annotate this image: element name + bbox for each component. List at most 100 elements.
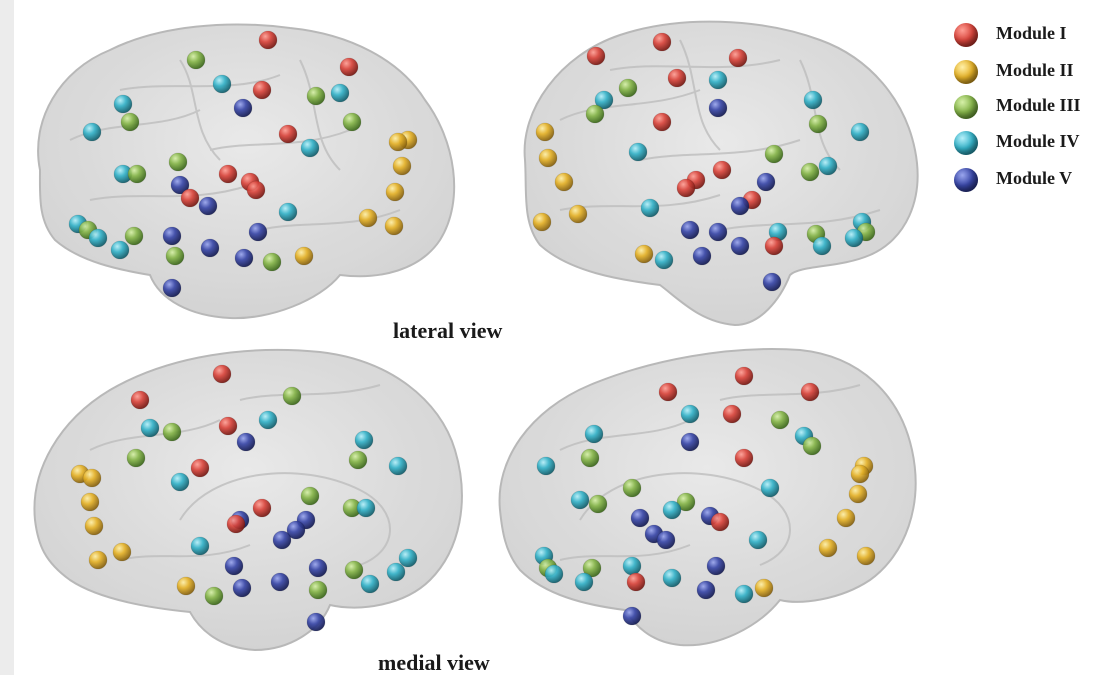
module-iv-node bbox=[622, 556, 642, 576]
module-v-node bbox=[248, 222, 268, 242]
module-v-node bbox=[198, 196, 218, 216]
module-v-node bbox=[232, 578, 252, 598]
module-iii-node bbox=[588, 494, 608, 514]
module-iii-node bbox=[126, 448, 146, 468]
legend-label: Module II bbox=[996, 60, 1074, 80]
module-i-node bbox=[212, 364, 232, 384]
module-iv-node bbox=[570, 490, 590, 510]
module-iii-node bbox=[348, 450, 368, 470]
module-iii-swatch bbox=[954, 95, 978, 119]
module-i-node bbox=[252, 498, 272, 518]
module-v-node bbox=[730, 196, 750, 216]
module-iv-node bbox=[212, 74, 232, 94]
module-iv-node bbox=[398, 548, 418, 568]
module-ii-node bbox=[112, 542, 132, 562]
module-i-node bbox=[734, 448, 754, 468]
module-iv-node bbox=[258, 410, 278, 430]
module-iv-node bbox=[278, 202, 298, 222]
module-iv-node bbox=[360, 574, 380, 594]
module-ii-node bbox=[385, 182, 405, 202]
module-iv-node bbox=[760, 478, 780, 498]
module-i-node bbox=[586, 46, 606, 66]
module-ii-node bbox=[358, 208, 378, 228]
module-v-node bbox=[170, 175, 190, 195]
module-i-node bbox=[722, 404, 742, 424]
module-i-node bbox=[626, 572, 646, 592]
module-i-node bbox=[800, 382, 820, 402]
module-iii-node bbox=[165, 246, 185, 266]
module-i-node bbox=[339, 57, 359, 77]
module-nodes bbox=[68, 30, 876, 632]
module-v-node bbox=[706, 556, 726, 576]
module-v-node bbox=[656, 530, 676, 550]
module-v-node bbox=[730, 236, 750, 256]
module-iv-node bbox=[708, 70, 728, 90]
module-iii-node bbox=[802, 436, 822, 456]
module-iv-node bbox=[88, 228, 108, 248]
module-iv-node bbox=[113, 94, 133, 114]
module-iii-node bbox=[582, 558, 602, 578]
module-iv-node bbox=[818, 156, 838, 176]
module-v-node bbox=[680, 432, 700, 452]
module-iii-node bbox=[808, 114, 828, 134]
module-ii-node bbox=[754, 578, 774, 598]
legend-label: Module IV bbox=[996, 131, 1080, 151]
module-iv-node bbox=[170, 472, 190, 492]
module-iii-node bbox=[306, 86, 326, 106]
module-i-node bbox=[246, 180, 266, 200]
legend-label: Module V bbox=[996, 168, 1073, 188]
module-iii-node bbox=[300, 486, 320, 506]
module-iv-node bbox=[748, 530, 768, 550]
module-ii-node bbox=[634, 244, 654, 264]
module-ii-node bbox=[538, 148, 558, 168]
module-iv-node bbox=[110, 240, 130, 260]
module-ii-node bbox=[392, 156, 412, 176]
module-ii-node bbox=[554, 172, 574, 192]
module-v-node bbox=[630, 508, 650, 528]
module-v-node bbox=[162, 226, 182, 246]
module-iv-node bbox=[544, 564, 564, 584]
module-iii-node bbox=[204, 586, 224, 606]
module-iii-node bbox=[120, 112, 140, 132]
module-iii-node bbox=[342, 112, 362, 132]
module-v-node bbox=[762, 272, 782, 292]
module-v-node bbox=[224, 556, 244, 576]
module-v-node bbox=[270, 572, 290, 592]
module-i-node bbox=[190, 458, 210, 478]
module-iv-node bbox=[680, 404, 700, 424]
module-iv-node bbox=[850, 122, 870, 142]
module-iii-node bbox=[168, 152, 188, 172]
module-v-node bbox=[756, 172, 776, 192]
module-v-node bbox=[622, 606, 642, 626]
module-ii-node bbox=[856, 546, 876, 566]
module-iii-node bbox=[764, 144, 784, 164]
module-v-node bbox=[236, 432, 256, 452]
module-iv-node bbox=[662, 568, 682, 588]
module-v-node bbox=[233, 98, 253, 118]
module-ii-node bbox=[535, 122, 555, 142]
module-i-node bbox=[258, 30, 278, 50]
module-v-node bbox=[234, 248, 254, 268]
module-iii-node bbox=[186, 50, 206, 70]
brain-lateral-left bbox=[37, 23, 456, 320]
module-ii-node bbox=[850, 464, 870, 484]
module-iii-node bbox=[162, 422, 182, 442]
module-iv-node bbox=[812, 236, 832, 256]
module-i-node bbox=[218, 416, 238, 436]
module-iv-swatch bbox=[954, 131, 978, 155]
module-i-node bbox=[130, 390, 150, 410]
module-v-node bbox=[708, 222, 728, 242]
module-iv-node bbox=[354, 430, 374, 450]
module-i-node bbox=[728, 48, 748, 68]
module-ii-node bbox=[176, 576, 196, 596]
module-i-node bbox=[764, 236, 784, 256]
module-i-node bbox=[710, 512, 730, 532]
module-iv-node bbox=[594, 90, 614, 110]
module-i-node bbox=[652, 32, 672, 52]
module-v-node bbox=[308, 558, 328, 578]
module-v-node bbox=[692, 246, 712, 266]
module-v-node bbox=[708, 98, 728, 118]
module-iv-node bbox=[844, 228, 864, 248]
module-iv-node bbox=[662, 500, 682, 520]
